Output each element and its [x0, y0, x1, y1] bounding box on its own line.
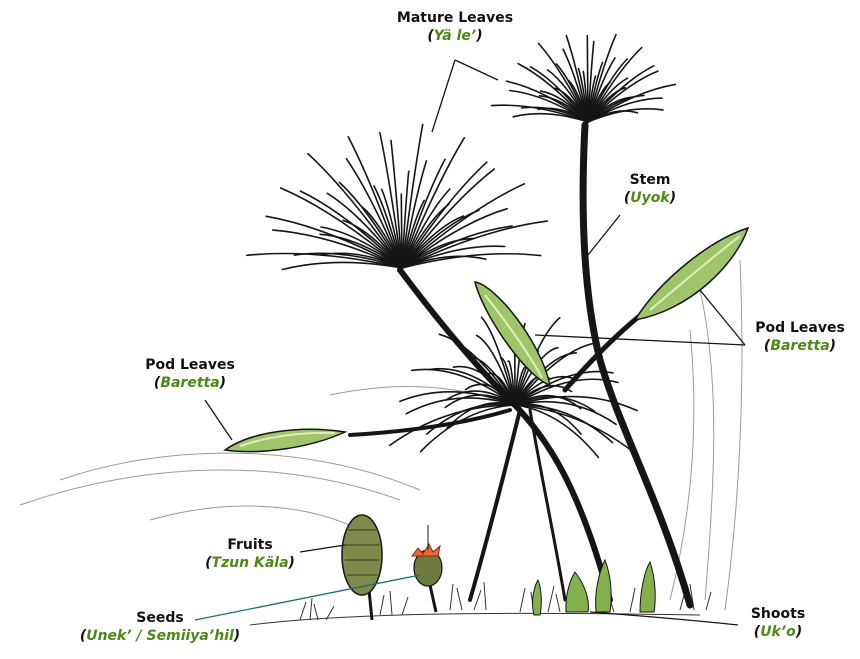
fruit-cone — [342, 515, 382, 595]
leader-pod-leaves-left — [205, 400, 232, 440]
mature-leaf-crown-left — [247, 124, 548, 269]
leaf-blade — [587, 36, 588, 122]
leader-pod-leaves-right-b — [535, 335, 745, 345]
lower-stem-b — [530, 410, 565, 600]
label-mature-leaves: Mature Leaves (Yä le’) — [370, 10, 540, 45]
leader-mature-leaves-a — [432, 60, 455, 132]
label-fruits: Fruits (Tzun Käla) — [190, 537, 310, 572]
shoots — [533, 560, 656, 615]
label-seeds: Seeds (Unek’ / Semiiya’hil) — [60, 610, 260, 645]
seed-tuft — [412, 544, 440, 556]
leader-stem — [588, 215, 620, 255]
label-pod-leaves-left: Pod Leaves (Baretta) — [135, 357, 245, 392]
fruit — [342, 515, 382, 620]
mature-leaf-crown-top — [492, 35, 676, 122]
label-stem: Stem (Uyok) — [600, 172, 700, 207]
leader-mature-leaves-b — [455, 60, 498, 80]
seed-head — [412, 525, 442, 612]
label-pod-leaves-right: Pod Leaves (Baretta) — [745, 320, 855, 355]
lower-stem-a — [470, 410, 520, 600]
leader-pod-leaves-right-a — [700, 290, 745, 345]
label-shoots: Shoots (Uk’o) — [728, 606, 828, 641]
